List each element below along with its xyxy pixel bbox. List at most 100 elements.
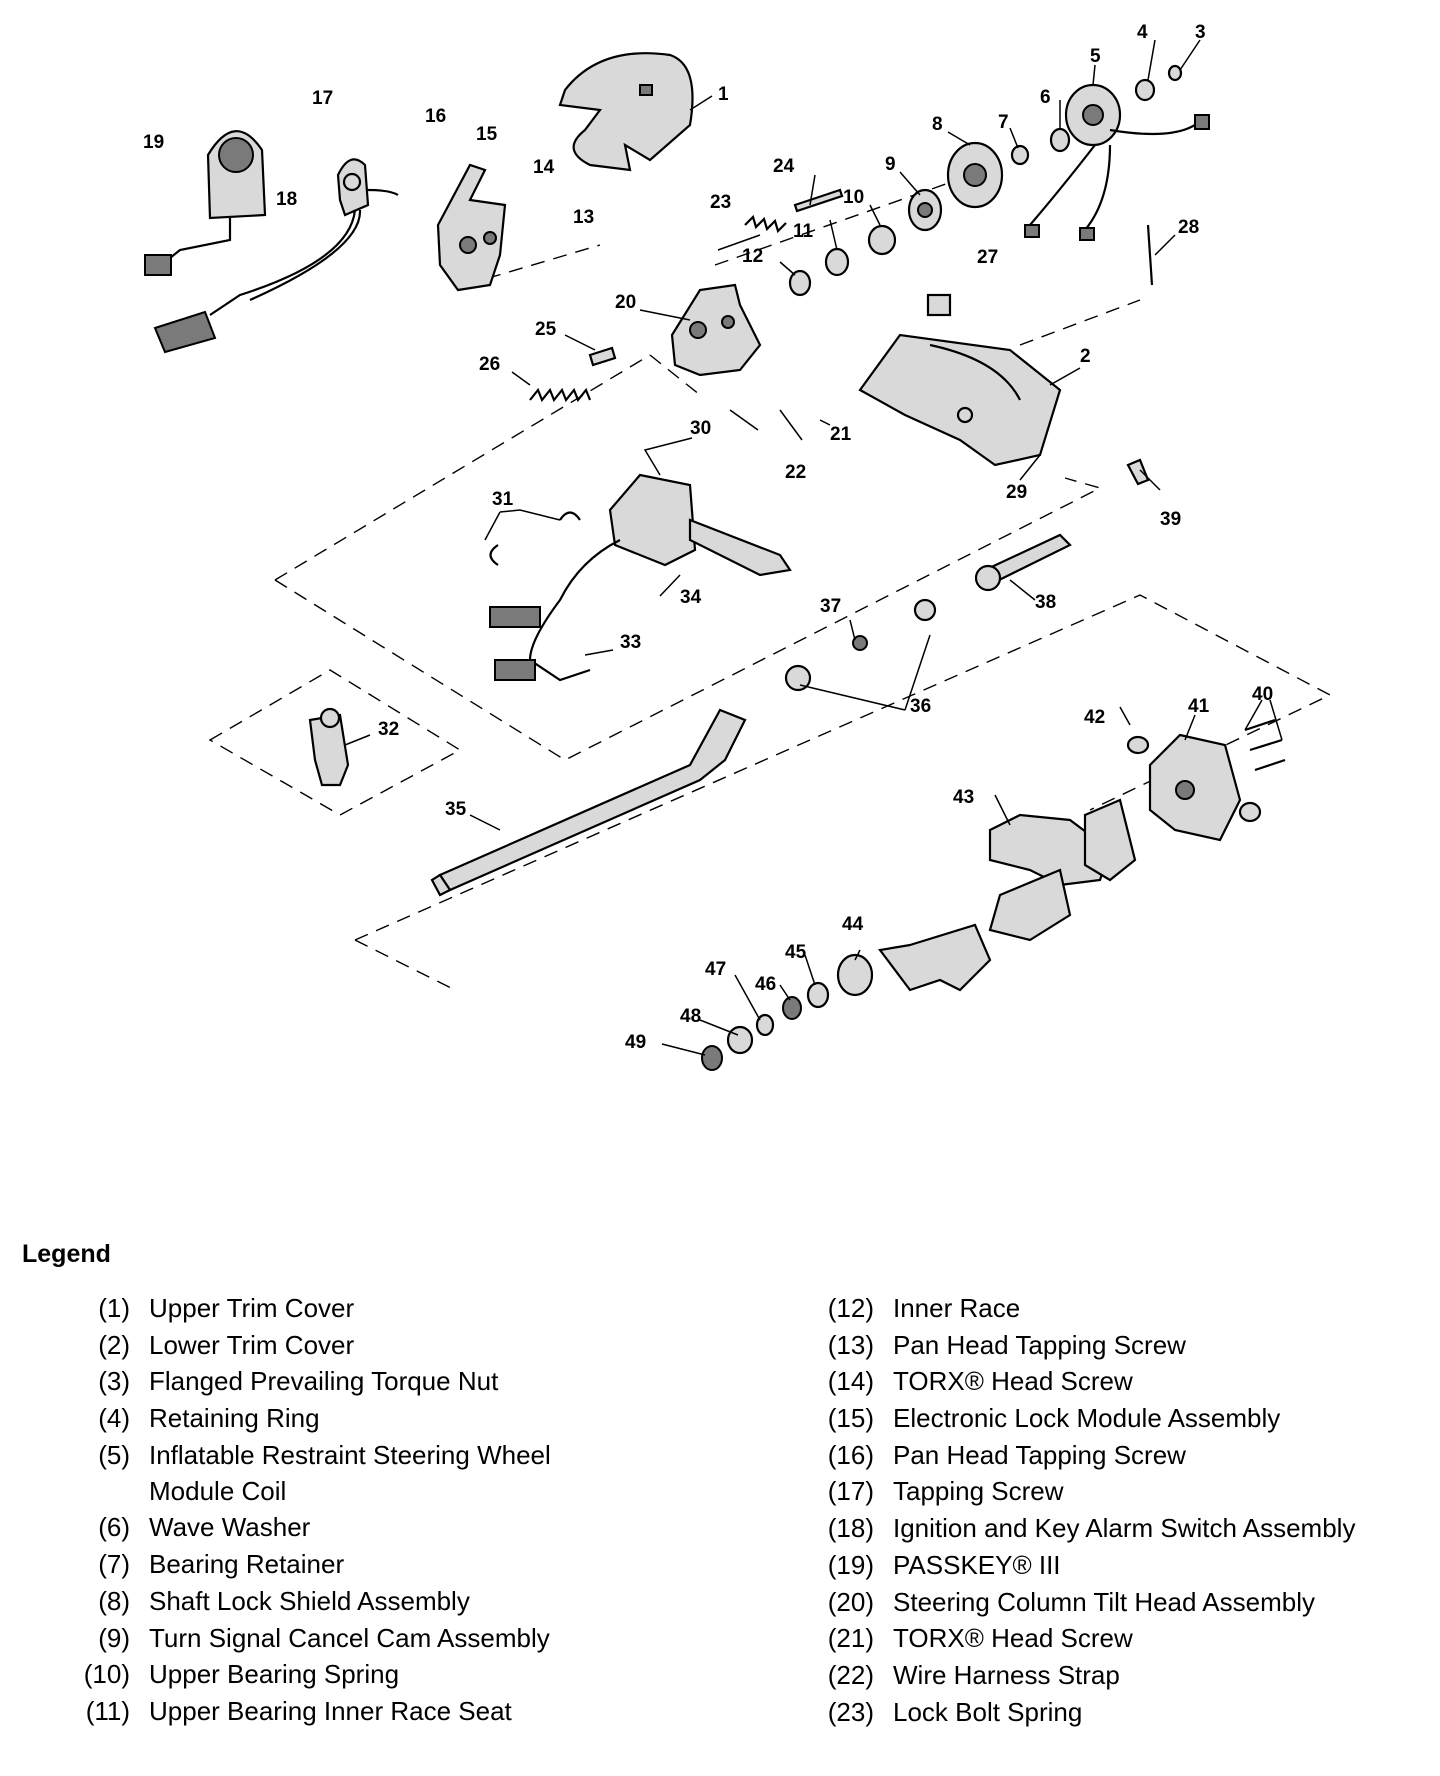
- part-5-coil: [1024, 83, 1210, 241]
- callout-21: 21: [830, 424, 852, 445]
- legend-number: (8): [98, 1585, 130, 1616]
- legend-text: Inflatable Restraint Steering Wheel Modu…: [149, 1439, 551, 1506]
- legend-number: (11): [85, 1695, 130, 1726]
- callout-10: 10: [843, 187, 864, 208]
- callout-45: 45: [785, 942, 807, 963]
- legend-number: (14): [827, 1366, 874, 1397]
- callout-2: 2: [1080, 346, 1091, 367]
- part-18-ignition-switch: [153, 158, 399, 354]
- legend-text: Upper Bearing Inner Race Seat: [149, 1695, 512, 1726]
- callout-26: 26: [479, 354, 500, 375]
- callout-27: 27: [977, 247, 998, 268]
- callout-41: 41: [1188, 696, 1210, 717]
- callout-7: 7: [998, 112, 1009, 133]
- legend-number: (16): [827, 1439, 874, 1470]
- legend-title: Legend: [22, 1240, 111, 1268]
- legend-text: Shaft Lock Shield Assembly: [149, 1585, 470, 1616]
- callout-15: 15: [476, 124, 498, 145]
- callout-31: 31: [492, 489, 514, 510]
- callout-5: 5: [1090, 46, 1101, 67]
- legend-item: (10) Upper Bearing Spring: [60, 1656, 709, 1692]
- callout-6: 6: [1040, 87, 1051, 108]
- legend-text: Lock Bolt Spring: [893, 1696, 1083, 1727]
- callout-14: 14: [533, 157, 555, 178]
- callout-23: 23: [710, 192, 731, 213]
- legend-item: (21) TORX® Head Screw: [806, 1620, 1440, 1656]
- legend-item: (12) Inner Race: [806, 1290, 1440, 1326]
- callout-19: 19: [143, 132, 164, 153]
- legend-item: (7)Bearing Retainer: [60, 1546, 709, 1582]
- legend-text: TORX® Head Screw: [893, 1366, 1133, 1397]
- callout-33: 33: [620, 632, 641, 653]
- legend-item: (14) TORX® Head Screw: [806, 1363, 1440, 1399]
- callout-13: 13: [573, 207, 594, 228]
- legend-number: (10): [83, 1659, 130, 1690]
- callout-9: 9: [885, 154, 896, 175]
- callout-24: 24: [773, 156, 795, 177]
- legend-text: TORX® Head Screw: [893, 1623, 1133, 1654]
- legend-number: (21): [827, 1623, 874, 1654]
- legend-item: (6)Wave Washer: [60, 1509, 709, 1545]
- callout-48: 48: [680, 1006, 701, 1027]
- callout-30: 30: [690, 418, 711, 439]
- legend-number: (18): [827, 1513, 874, 1544]
- legend-text: Inner Race: [893, 1293, 1021, 1323]
- callout-22: 22: [785, 462, 806, 483]
- legend-item: (17)Tapping Screw: [806, 1473, 1440, 1509]
- part-23-spring: [744, 214, 787, 234]
- callout-3: 3: [1195, 22, 1206, 43]
- callout-29: 29: [1006, 482, 1027, 503]
- callout-39: 39: [1160, 509, 1181, 530]
- callout-44: 44: [842, 914, 864, 935]
- legend-number: (22): [827, 1659, 874, 1690]
- legend-number: (4): [98, 1403, 130, 1434]
- callout-35: 35: [445, 799, 467, 820]
- legend-number: (3): [98, 1366, 130, 1397]
- legend-column-left: (1)Upper Trim Cover (2)Lower Trim Cover …: [60, 1290, 709, 1730]
- exploded-view-diagram: 1 2 3 4 5 6 7 8 9 10 11 12 13 14 15 16 1…: [143, 22, 1332, 1071]
- part-28-strap: [1146, 224, 1154, 286]
- part-34-switch: [489, 473, 792, 682]
- legend-text: Ignition and Key Alarm Switch Assembly: [893, 1513, 1356, 1544]
- legend-item: (20)Steering Column Tilt Head Assembly: [806, 1584, 1440, 1620]
- callout-20: 20: [615, 292, 636, 313]
- legend-item: (18) Ignition and Key Alarm Switch Assemb…: [806, 1510, 1440, 1546]
- part-20-tilt-head: [670, 283, 762, 377]
- callout-25: 25: [535, 319, 557, 340]
- legend-number: (17): [827, 1476, 874, 1507]
- callout-8: 8: [932, 114, 943, 135]
- legend-item: (19)PASSKEY® III: [806, 1547, 1440, 1583]
- legend-text: Upper Bearing Spring: [149, 1659, 400, 1690]
- legend-item: (3)Flanged Prevailing Torque Nut: [60, 1363, 709, 1399]
- legend-number: (23): [827, 1696, 874, 1727]
- legend-item: (23) Lock Bolt Spring: [806, 1694, 1440, 1730]
- legend-item: (22)Wire Harness Strap: [806, 1657, 1440, 1693]
- callout-32: 32: [378, 719, 399, 740]
- legend-number: (2): [98, 1329, 130, 1360]
- callout-18: 18: [276, 189, 297, 210]
- legend-item: (13)Pan Head Tapping Screw: [806, 1327, 1440, 1363]
- callout-12: 12: [742, 246, 763, 267]
- legend-text: Turn Signal Cancel Cam Assembly: [149, 1622, 550, 1653]
- callout-37: 37: [820, 596, 841, 617]
- small-rings: [788, 64, 1183, 297]
- part-41-housing: [1126, 718, 1286, 842]
- part-2-lower-trim: [858, 333, 1062, 467]
- callout-4: 4: [1137, 22, 1148, 43]
- parts-44-49-bearing: [701, 953, 874, 1071]
- callout-38: 38: [1035, 592, 1056, 613]
- callout-28: 28: [1178, 217, 1199, 238]
- part-24-rod: [793, 188, 844, 213]
- legend-item: (5)Inflatable Restraint Steering Wheel M…: [60, 1437, 709, 1509]
- part-26-spring: [529, 387, 592, 403]
- legend-text: Pan Head Tapping Screw: [893, 1439, 1186, 1470]
- callout-40: 40: [1252, 684, 1273, 705]
- part-31-clips: [489, 511, 581, 566]
- callout-34: 34: [680, 587, 702, 608]
- legend-column-right: (12) Inner Race (13)Pan Head Tapping Scre…: [806, 1290, 1440, 1730]
- legend-text: Retaining Ring: [149, 1403, 320, 1434]
- leader-lines: [344, 39, 1283, 1056]
- callout-46: 46: [755, 974, 776, 995]
- legend-number: (12): [827, 1293, 874, 1323]
- legend-number: (7): [98, 1549, 130, 1580]
